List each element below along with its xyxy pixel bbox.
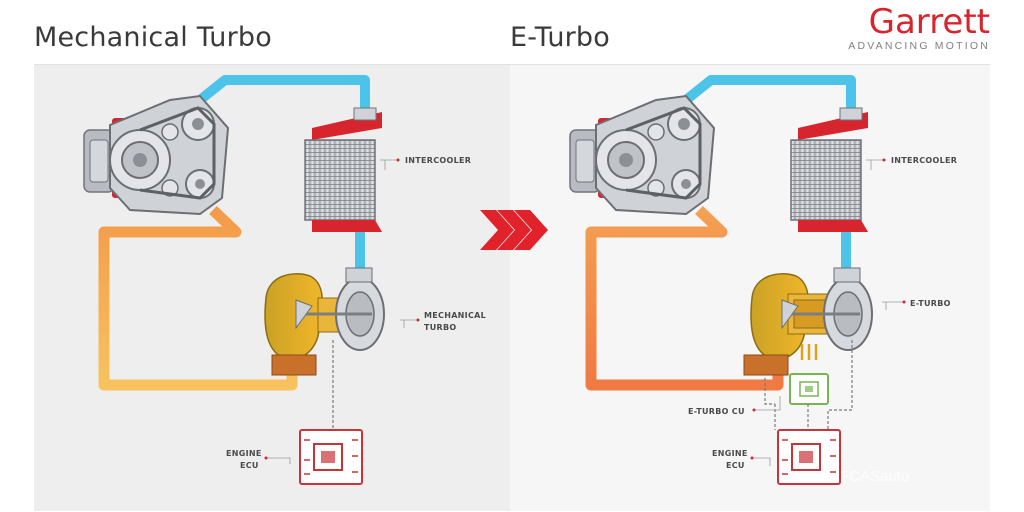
title-e-turbo: E-Turbo (510, 22, 610, 53)
intercooler-label-line (380, 159, 398, 170)
e-turbocharger (743, 267, 873, 376)
intercooler-right (790, 107, 868, 232)
cold-air-pipe-right (682, 75, 856, 118)
e-turbo-control-unit (789, 373, 829, 405)
transition-arrow (480, 210, 548, 250)
label-e-turbo-cu: E-TURBO CU (688, 407, 745, 416)
engine-block-right (569, 94, 716, 216)
mechanical-turbocharger (264, 267, 385, 376)
engine-ecu-right (777, 429, 841, 485)
turbo-label-line (400, 319, 418, 328)
label-e-turbo: E-TURBO (910, 299, 951, 308)
label-intercooler-right: INTERCOOLER (891, 156, 957, 165)
e-turbo-label-line (882, 301, 904, 310)
label-engine-ecu-right-line1: ENGINE (712, 449, 748, 458)
brand-tagline: ADVANCING MOTION (848, 40, 990, 52)
label-mechanical-turbo-line2: TURBO (424, 323, 457, 332)
label-engine-ecu-right-line2: ECU (726, 461, 745, 470)
ecu-label-line-right (752, 457, 771, 466)
garrett-logo: Garrett ADVANCING MOTION (848, 2, 990, 52)
intercooler (304, 107, 382, 232)
ecu-label-line (266, 457, 291, 464)
mechanical-turbo-diagram: INTERCOOLER MECHANICAL TURBO ENGINE ECU (83, 75, 486, 485)
label-engine-ecu-left-line1: ENGINE (226, 449, 262, 458)
exhaust-pipe-right (585, 206, 784, 391)
watermark: FCASauto (840, 468, 910, 485)
label-engine-ecu-left-line2: ECU (240, 461, 259, 470)
engine-ecu (299, 429, 363, 485)
label-mechanical-turbo-line1: MECHANICAL (424, 311, 486, 320)
exhaust-pipe (98, 206, 298, 391)
e-turbo-diagram: INTERCOOLER E-TURBO E-TURBO CU ENGINE EC… (569, 75, 957, 485)
brand-name: Garrett (868, 2, 990, 42)
cu-label-line (754, 396, 781, 411)
e-turbo-power-leads (800, 344, 818, 360)
intercooler-label-line-right (866, 159, 884, 170)
engine-block (83, 94, 230, 216)
title-mechanical-turbo: Mechanical Turbo (34, 22, 272, 53)
e-turbo-signal-lines (764, 340, 853, 430)
label-intercooler-left: INTERCOOLER (405, 156, 471, 165)
cold-air-pipe (196, 75, 370, 118)
